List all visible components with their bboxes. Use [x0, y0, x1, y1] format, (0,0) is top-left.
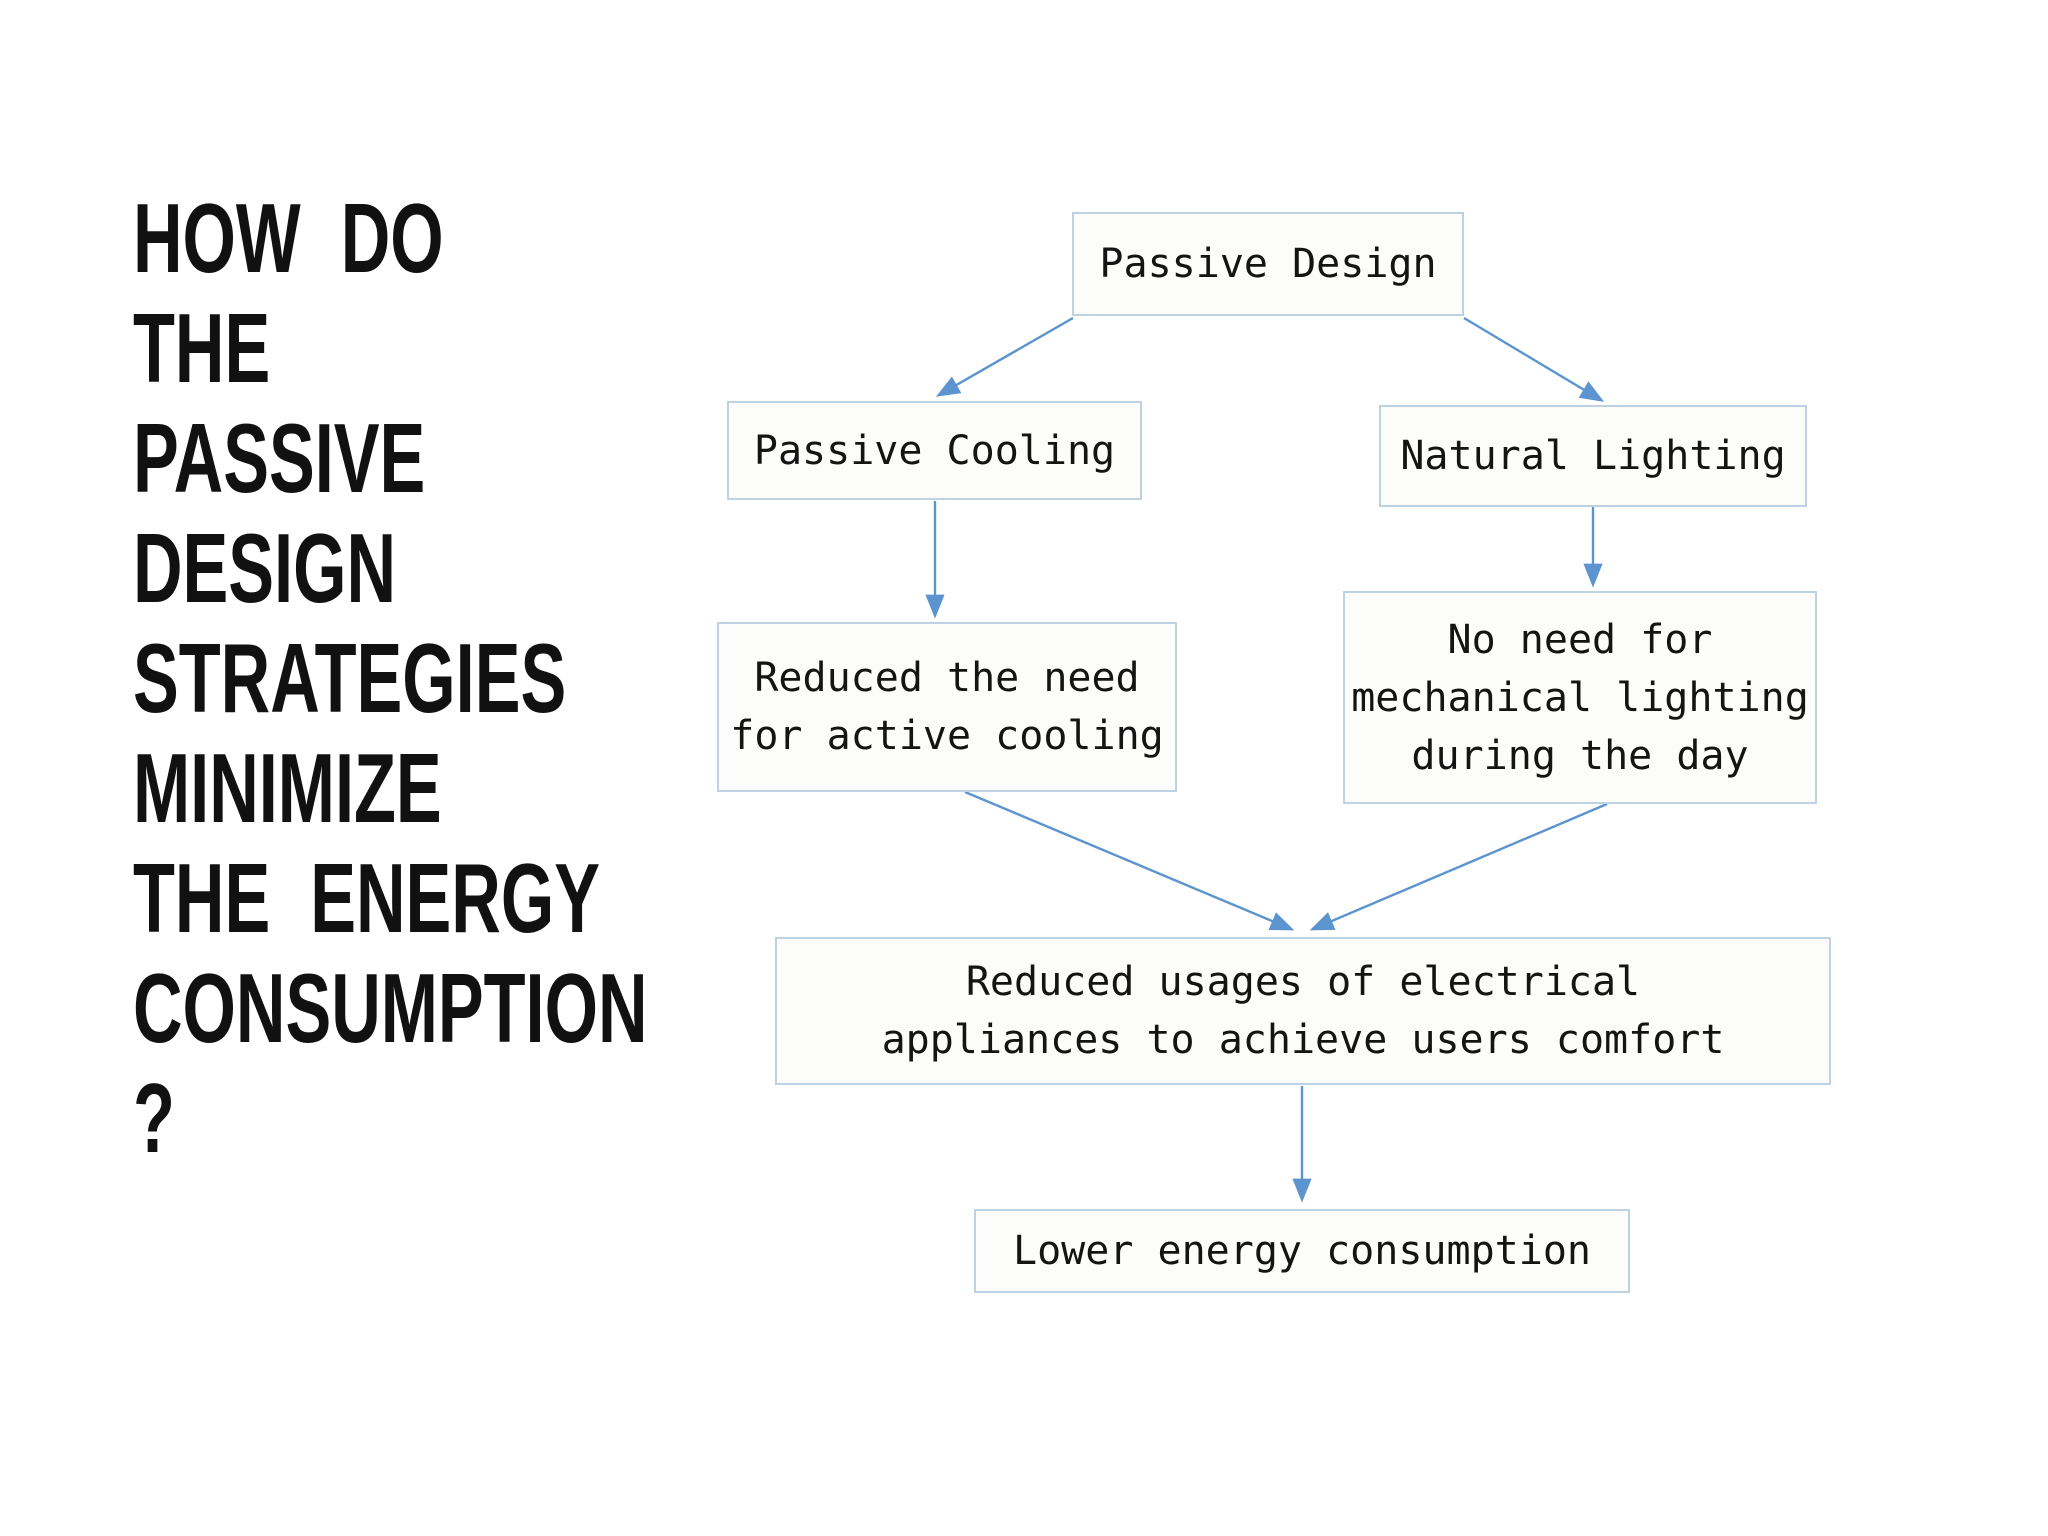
node-lower-energy-consumption: Lower energy consumption [974, 1209, 1630, 1293]
arrow-passive-design-to-natural-lighting [1463, 316, 1605, 402]
slide-title: HOW DO THE PASSIVE DESIGN STRATEGIES MIN… [133, 183, 648, 1173]
node-natural-lighting: Natural Lighting [1379, 405, 1807, 507]
node-passive-cooling: Passive Cooling [727, 401, 1142, 500]
node-reduced-usages: Reduced usages of electrical appliances … [775, 937, 1831, 1085]
node-no-mechanical-lighting: No need for mechanical lighting during t… [1343, 591, 1817, 804]
node-passive-design: Passive Design [1072, 212, 1464, 316]
node-reduced-active-cooling: Reduced the need for active cooling [717, 622, 1177, 792]
arrow-reduced-cooling-to-reduced-usages [964, 790, 1295, 931]
arrow-passive-design-to-passive-cooling [935, 316, 1074, 397]
arrow-no-mech-lighting-to-reduced-usages [1309, 802, 1608, 931]
